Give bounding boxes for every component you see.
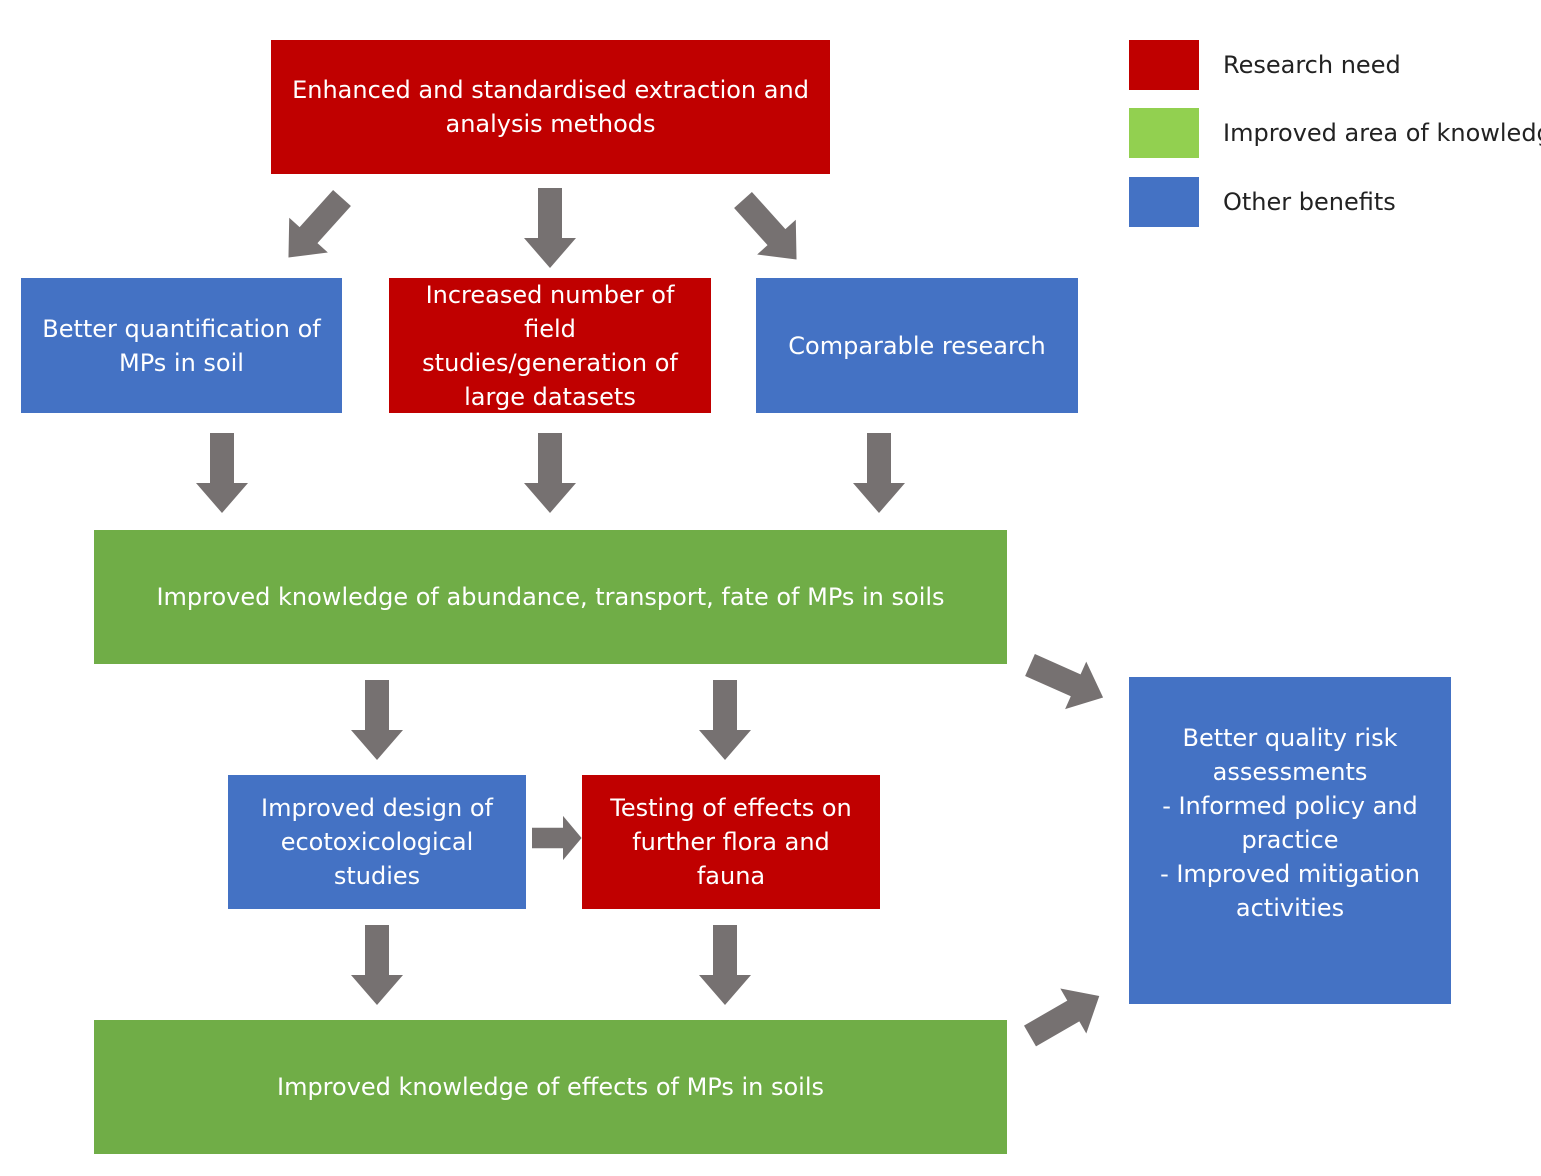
arrow-extraction-to-quantification — [269, 180, 362, 275]
legend-label-research-need: Research need — [1223, 51, 1401, 79]
box-field-studies: Increased number of field studies/genera… — [389, 278, 711, 413]
arrow-effects-to-risk — [1017, 973, 1113, 1059]
arrow-field-studies-to-abundance — [524, 433, 576, 513]
arrow-ecotox-to-effects — [351, 925, 403, 1005]
arrow-testing-to-effects — [699, 925, 751, 1005]
arrow-abundance-to-ecotox — [351, 680, 403, 760]
box-comparable-research: Comparable research — [756, 278, 1078, 413]
legend-swatch-improved-knowledge — [1129, 108, 1199, 158]
legend-swatch-other-benefits — [1129, 177, 1199, 227]
box-ecotox-design: Improved design of ecotoxicological stud… — [228, 775, 526, 909]
legend-swatch-research-need — [1129, 40, 1199, 90]
arrow-quantification-to-abundance — [196, 433, 248, 513]
box-extraction-methods: Enhanced and standardised extraction and… — [271, 40, 830, 174]
arrow-abundance-to-risk — [1019, 641, 1114, 722]
legend-label-improved-knowledge: Improved area of knowledge — [1223, 119, 1541, 147]
box-testing-effects: Testing of effects on further flora and … — [582, 775, 880, 909]
box-knowledge-abundance: Improved knowledge of abundance, transpo… — [94, 530, 1007, 664]
arrow-extraction-to-field-studies — [524, 188, 576, 268]
legend-label-other-benefits: Other benefits — [1223, 188, 1396, 216]
box-knowledge-effects: Improved knowledge of effects of MPs in … — [94, 1020, 1007, 1154]
box-risk-assessments: Better quality risk assessments - Inform… — [1129, 677, 1451, 1004]
arrow-abundance-to-testing — [699, 680, 751, 760]
arrow-extraction-to-comparable — [723, 182, 816, 277]
arrow-ecotox-to-testing — [532, 815, 582, 861]
box-better-quantification: Better quantification of MPs in soil — [21, 278, 342, 413]
arrow-comparable-to-abundance — [853, 433, 905, 513]
